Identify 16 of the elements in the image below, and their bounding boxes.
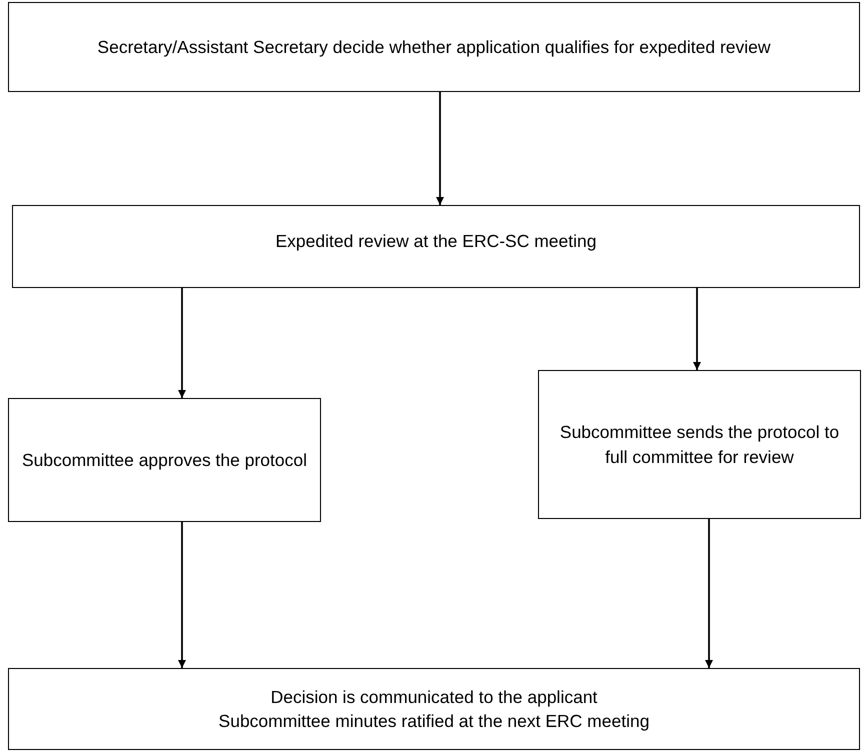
process-box <box>538 370 861 519</box>
process-box <box>8 2 860 92</box>
arrow <box>436 92 444 205</box>
box-text: Expedited review at the ERC-SC meeting <box>276 230 596 254</box>
arrow <box>178 522 186 668</box>
process-box <box>8 398 321 522</box>
arrow <box>178 288 186 398</box>
arrow <box>693 288 701 370</box>
box-text: Secretary/Assistant Secretary decide whether application qualifies for expedited review <box>97 36 771 59</box>
box-text: Subcommittee approves the protocol <box>22 448 308 472</box>
arrow <box>705 519 713 668</box>
box-text: Decision is communicated to the applicant <box>270 686 598 709</box>
process-box <box>12 205 860 288</box>
process-box <box>8 668 860 750</box>
box-text: Subcommittee sends the protocol to full committee for review <box>558 421 840 468</box>
box-text: Subcommittee minutes ratified at the next ERC meeting <box>218 710 650 733</box>
